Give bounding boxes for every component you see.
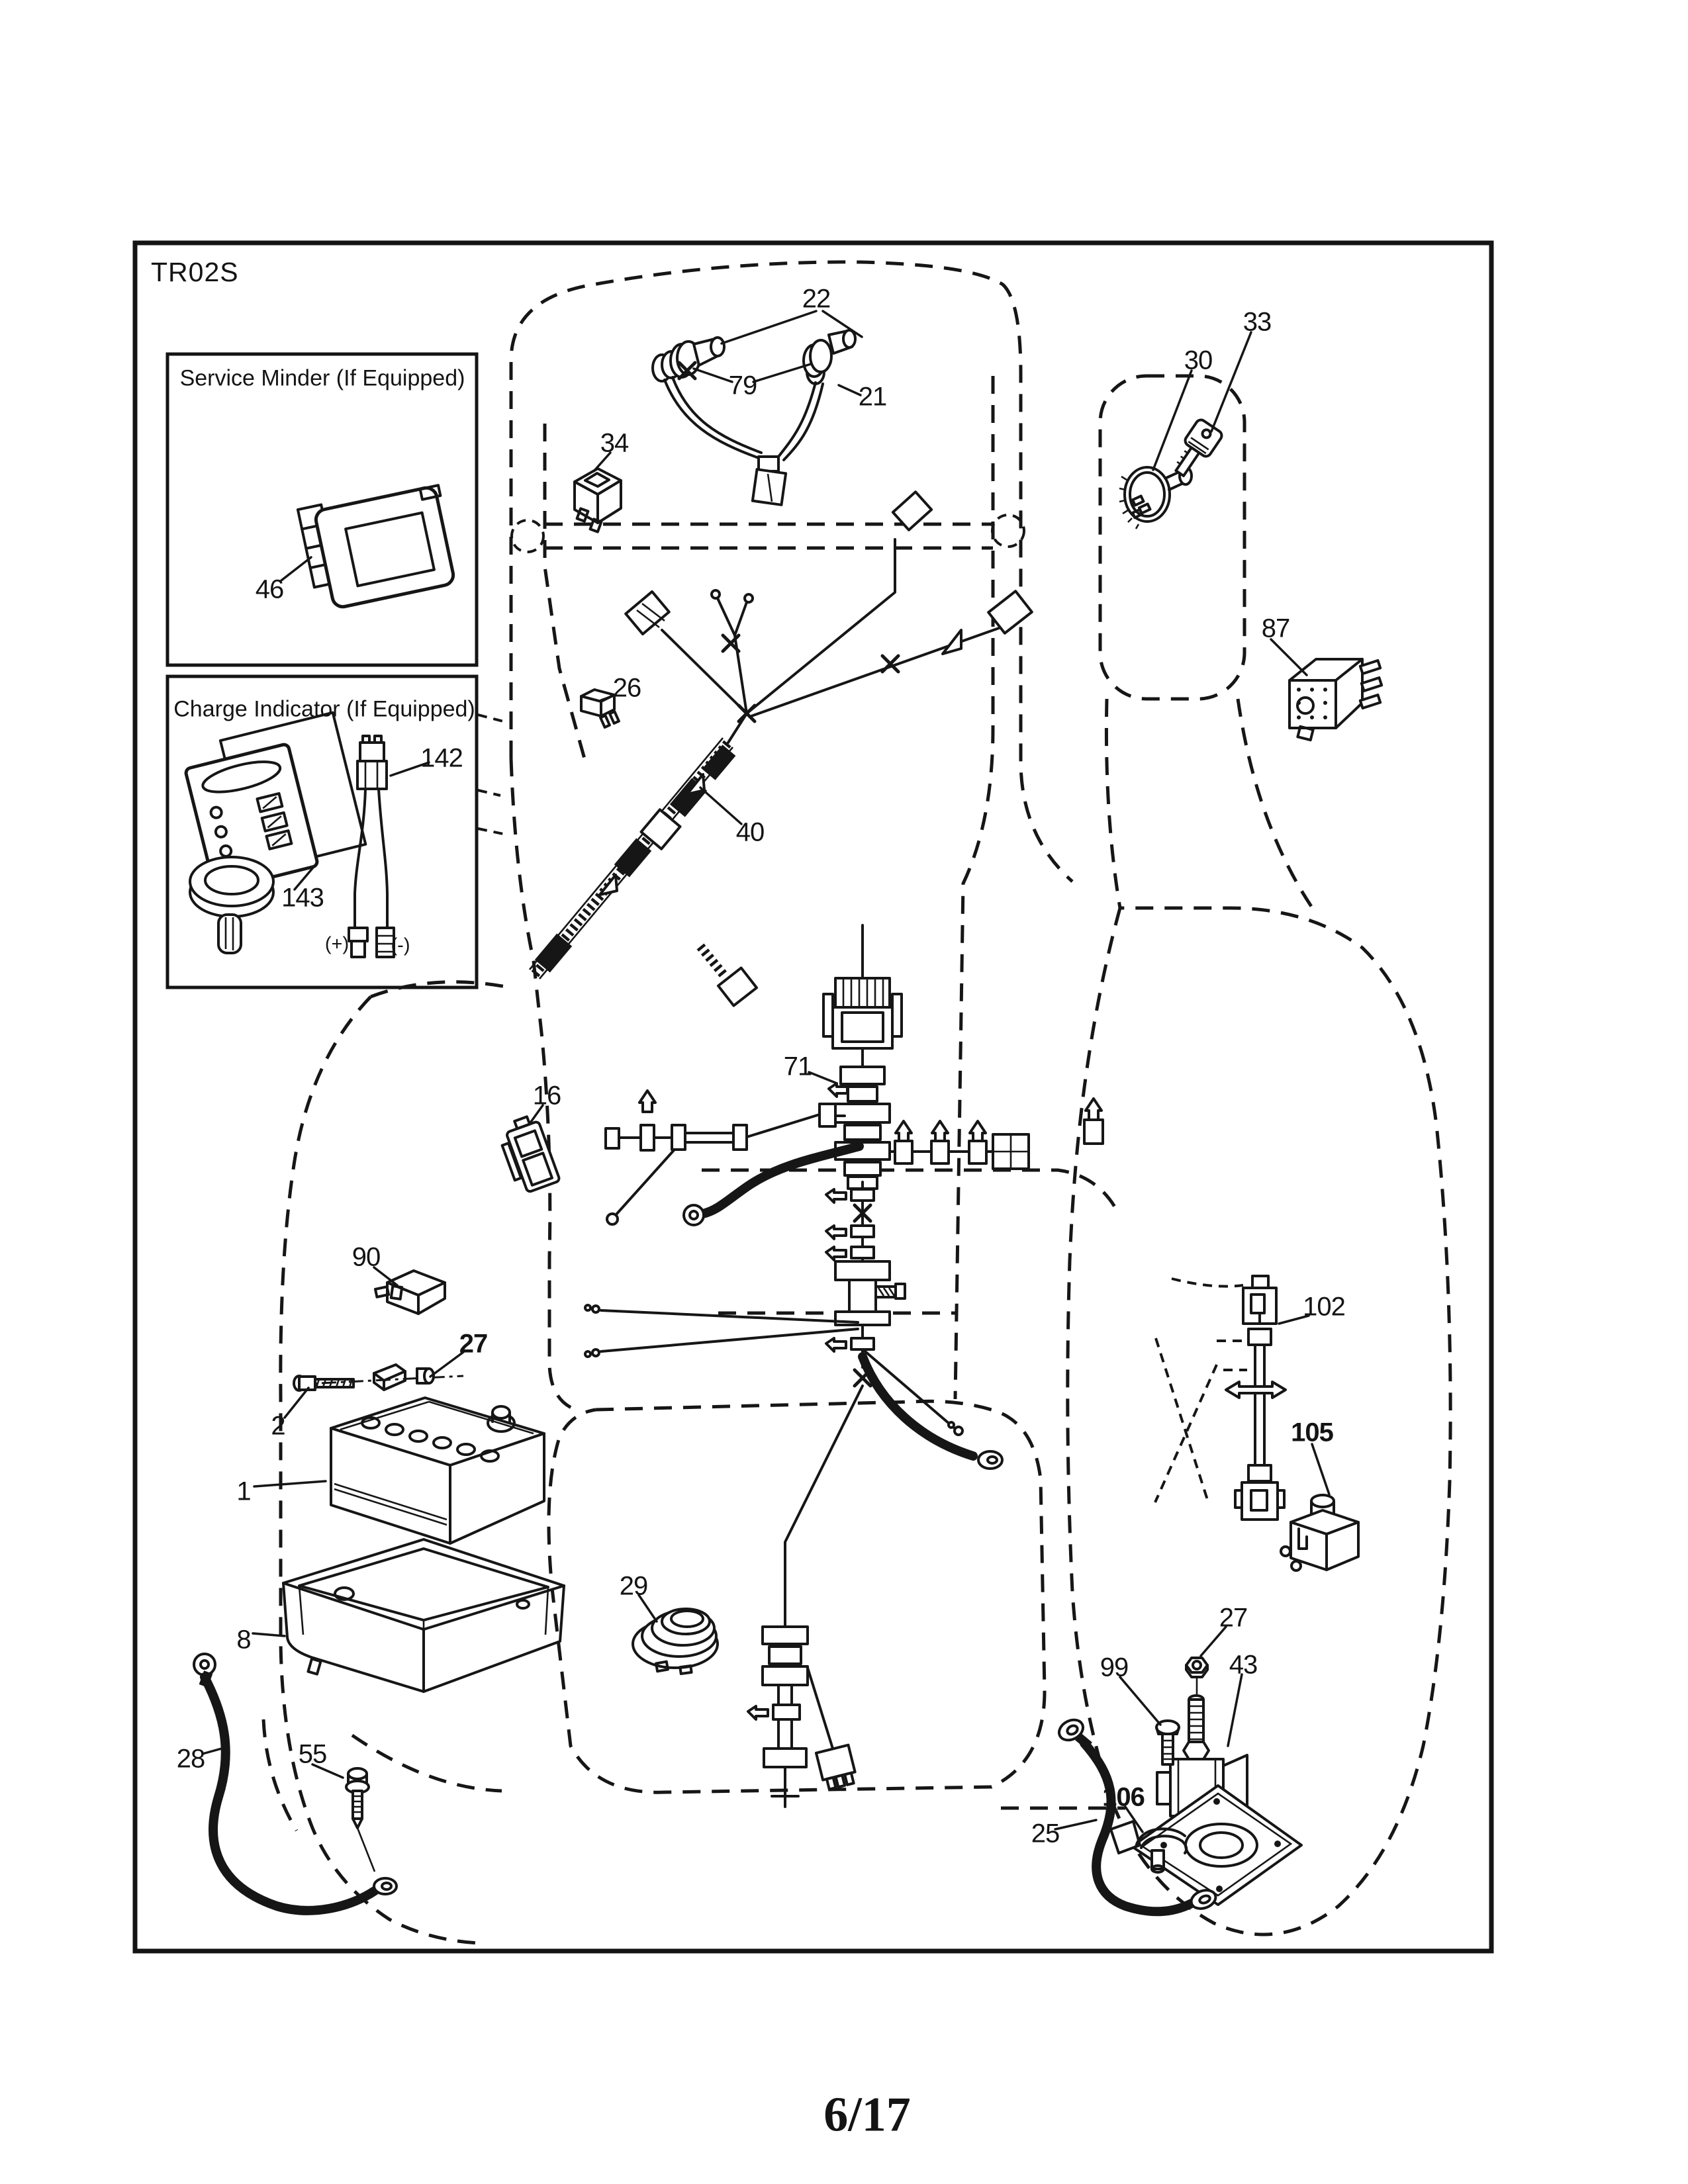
main-harness-drawing bbox=[529, 361, 1033, 1007]
ground-cable-drawing bbox=[193, 1653, 398, 1915]
diagram-border bbox=[132, 240, 1494, 1954]
callout-40: 40 bbox=[735, 817, 765, 847]
callout-22: 22 bbox=[802, 284, 831, 314]
clip-drawing bbox=[1124, 1805, 1188, 1874]
indicator-harness-drawing bbox=[348, 735, 430, 958]
splice-marks bbox=[677, 361, 900, 723]
service-meter-drawing bbox=[280, 484, 455, 609]
ignition-switch-drawing bbox=[1119, 369, 1193, 529]
key-drawing bbox=[1174, 418, 1223, 477]
callout-25: 25 bbox=[1031, 1819, 1060, 1848]
callout-90: 90 bbox=[352, 1242, 381, 1272]
service-minder-title: Service Minder (If Equipped) bbox=[179, 365, 465, 391]
callout-28: 28 bbox=[176, 1744, 205, 1774]
connector-16-drawing bbox=[500, 1115, 561, 1193]
callout-2: 2 bbox=[271, 1411, 285, 1441]
callout-27-solenoid: 27 bbox=[1219, 1603, 1248, 1633]
battery-drawing bbox=[253, 1351, 545, 1545]
wire-assembly-drawing bbox=[1225, 1275, 1310, 1521]
model-code: TR02S bbox=[151, 257, 239, 287]
charge-indicator-title: Charge Indicator (If Equipped) bbox=[173, 696, 475, 722]
callout-30: 30 bbox=[1184, 345, 1213, 375]
charge-indicator-box bbox=[165, 674, 479, 989]
callout-99: 99 bbox=[1100, 1653, 1129, 1682]
callout-26: 26 bbox=[612, 673, 641, 703]
light-switch-drawing bbox=[573, 451, 622, 533]
callout-102: 102 bbox=[1303, 1292, 1346, 1322]
center-harness-drawing bbox=[584, 924, 1104, 1808]
callout-79: 79 bbox=[728, 371, 757, 400]
callout-46: 46 bbox=[255, 574, 284, 604]
solenoid-bolt-drawing bbox=[1119, 1676, 1180, 1766]
callout-29: 29 bbox=[619, 1571, 648, 1601]
starter-solenoid-drawing bbox=[1109, 1625, 1303, 1906]
service-minder-box bbox=[165, 352, 479, 667]
callout-43: 43 bbox=[1229, 1650, 1258, 1680]
callout-34: 34 bbox=[600, 428, 629, 458]
callout-33: 33 bbox=[1243, 307, 1272, 337]
interlock-drawing bbox=[1280, 1443, 1360, 1572]
indicator-gauge-drawing bbox=[184, 711, 367, 954]
relay-drawing bbox=[1270, 638, 1383, 742]
callout-55: 55 bbox=[298, 1739, 327, 1769]
callout-1: 1 bbox=[236, 1477, 251, 1506]
callout-71: 71 bbox=[783, 1052, 812, 1081]
diagram-line-art bbox=[132, 240, 1494, 1954]
fuse-drawing bbox=[580, 688, 620, 729]
callout-21: 21 bbox=[858, 382, 887, 412]
callout-142: 142 bbox=[420, 743, 463, 773]
callout-16: 16 bbox=[532, 1081, 561, 1111]
negative-terminal-label: (-) bbox=[391, 934, 410, 956]
screw-drawing bbox=[311, 1763, 376, 1872]
hour-meter-drawing bbox=[632, 1594, 719, 1676]
battery-box-drawing bbox=[252, 1538, 565, 1693]
terminal-cover-drawing bbox=[373, 1266, 446, 1315]
callout-87: 87 bbox=[1261, 614, 1290, 643]
callout-27-battery: 27 bbox=[459, 1329, 488, 1359]
callout-106: 106 bbox=[1102, 1782, 1145, 1812]
headlamp-harness-drawing bbox=[651, 310, 863, 506]
positive-terminal-label: (+) bbox=[324, 933, 350, 955]
callout-105: 105 bbox=[1291, 1418, 1334, 1447]
starter-cable-drawing bbox=[1054, 1718, 1217, 1917]
callout-8: 8 bbox=[236, 1625, 251, 1655]
callout-143: 143 bbox=[281, 883, 324, 913]
page-number: 6/17 bbox=[823, 2087, 911, 2142]
